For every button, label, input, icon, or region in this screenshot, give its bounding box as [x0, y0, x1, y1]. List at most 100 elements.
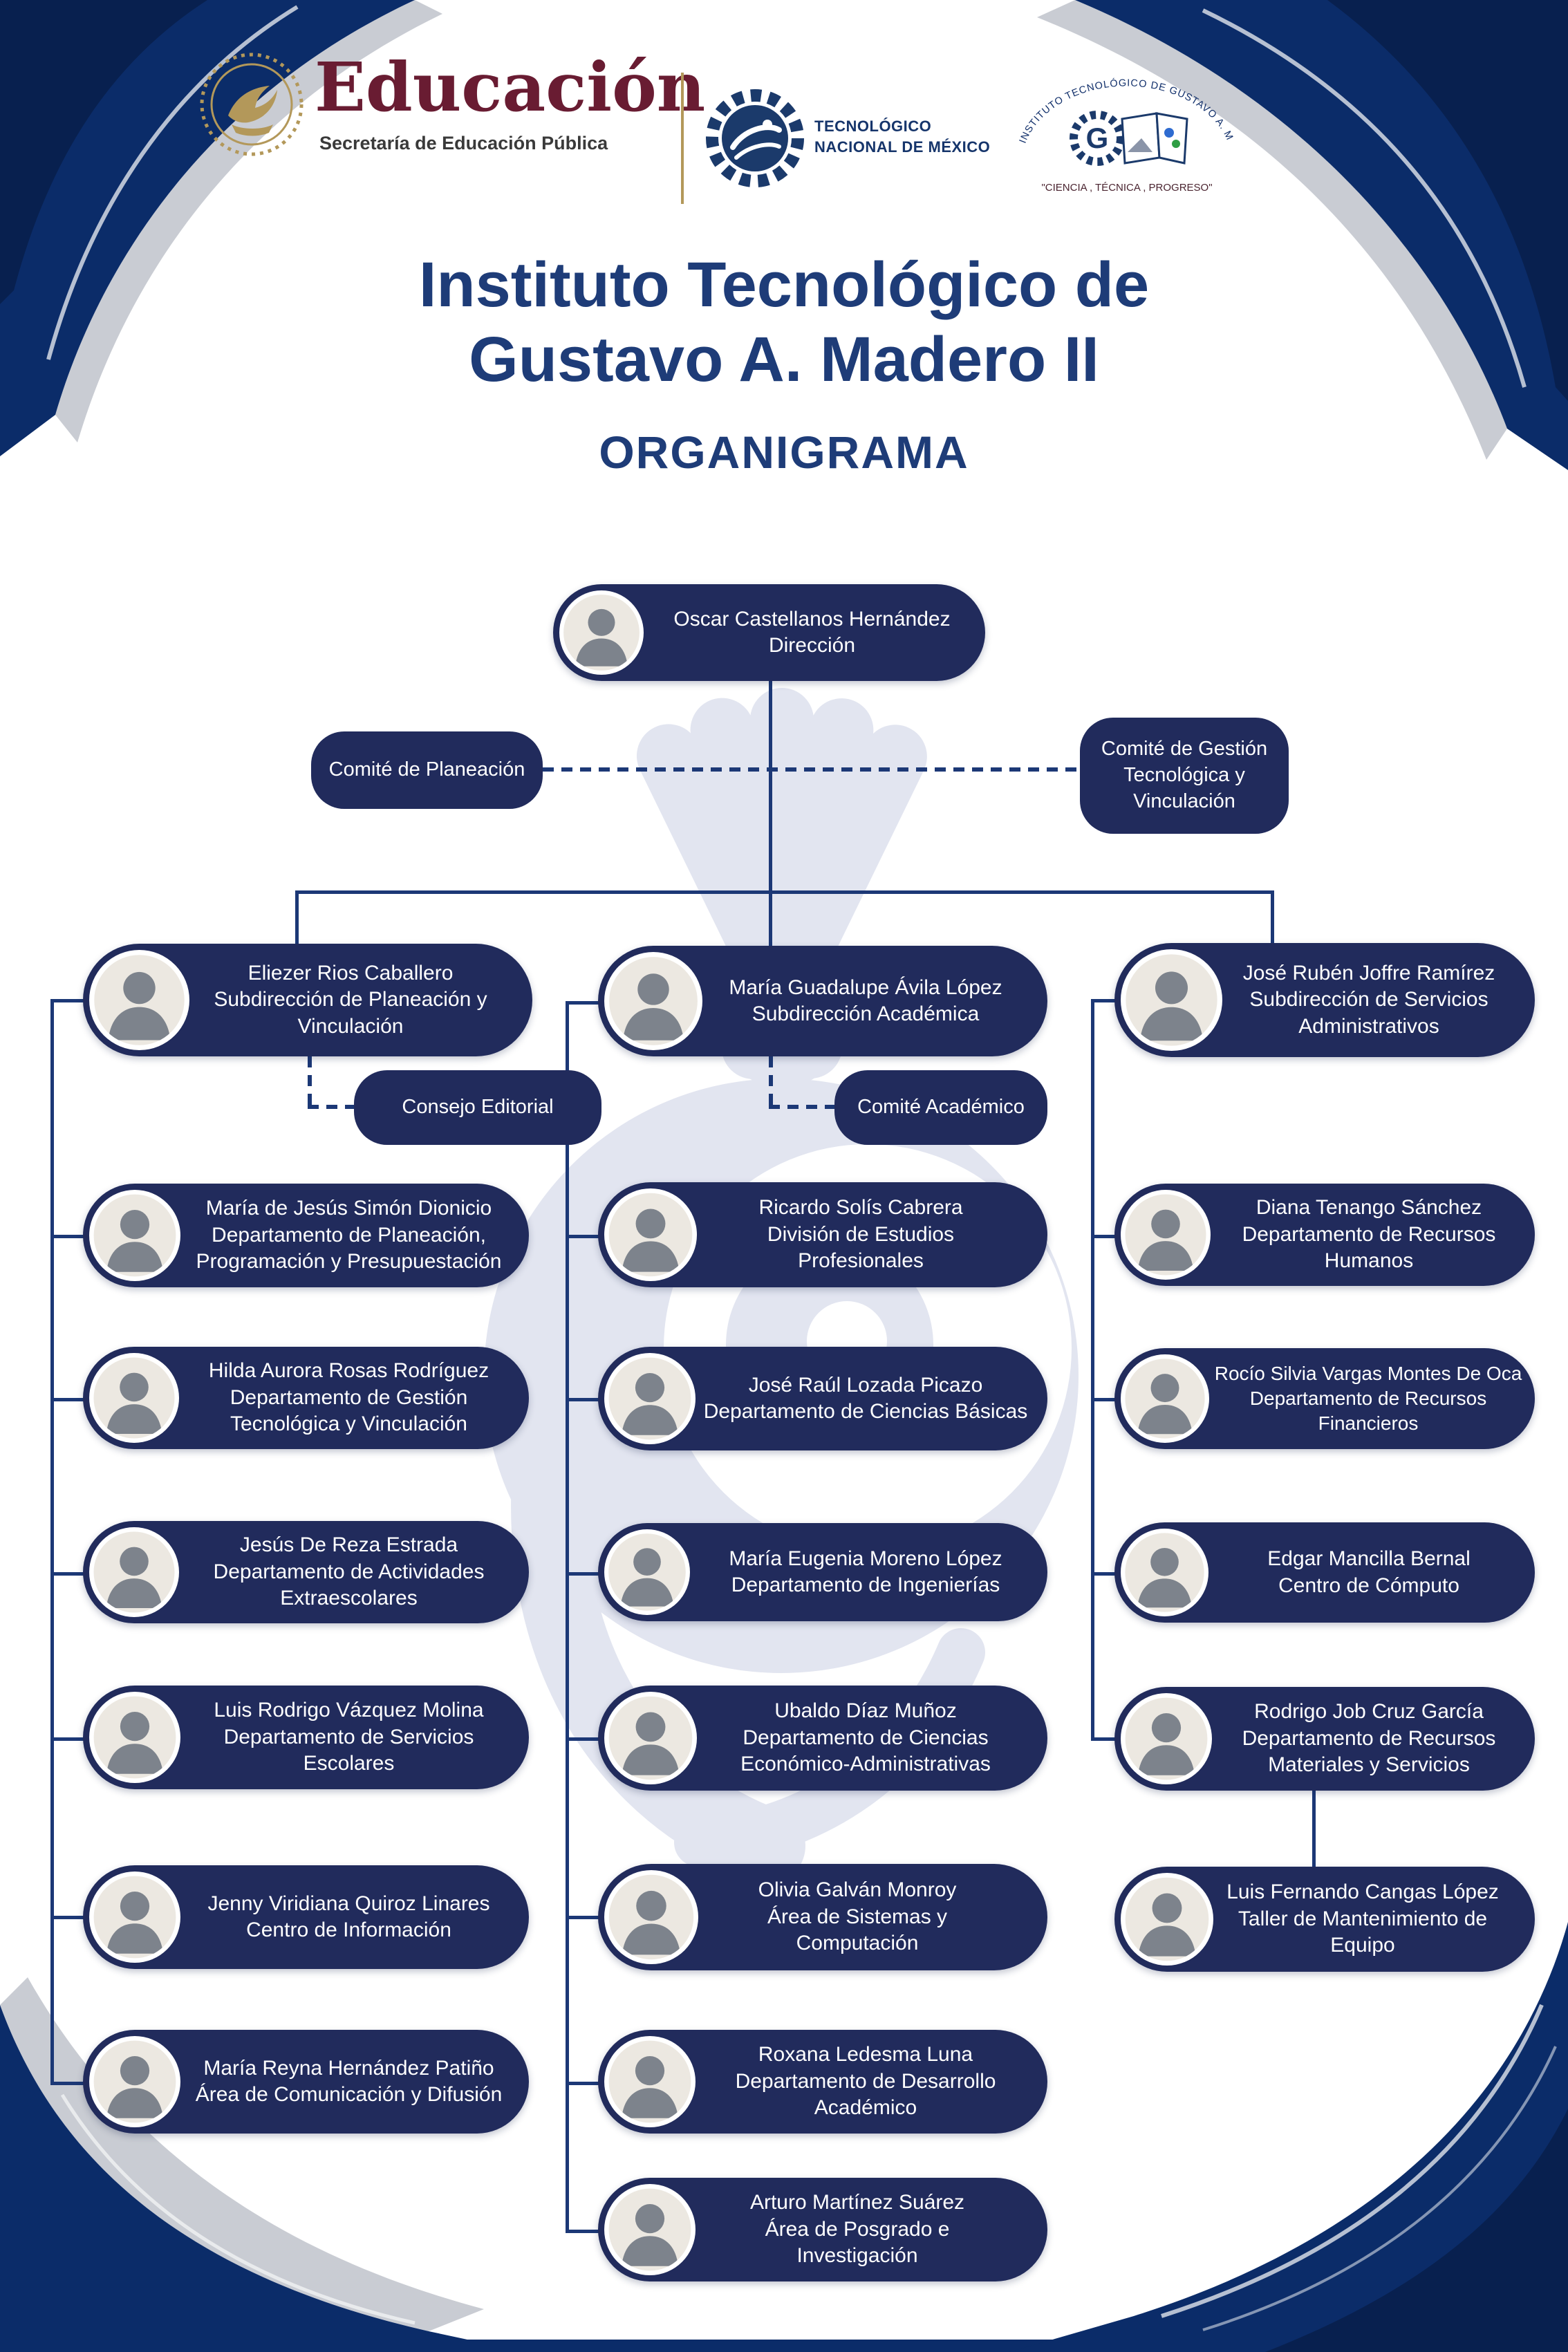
person-role: Departamento de Actividades Extraescolar… [213, 1560, 485, 1610]
sep-subtitle: Secretaría de Educación Pública [319, 133, 608, 153]
org-node-subdir-planeacion-vinculacion: Eliezer Rios Caballero Subdirección de P… [83, 944, 532, 1056]
connector-comites-dashed [543, 767, 1080, 772]
person-role: Área de Comunicación y Difusión [195, 2083, 503, 2106]
org-node-taller-mantenimiento-equipo: Luis Fernando Cangas López Taller de Man… [1114, 1867, 1535, 1972]
connector-academico-dashed-v [769, 1056, 773, 1107]
person-role: División de Estudios Profesionales [767, 1222, 955, 1273]
person-name: Luis Fernando Cangas López [1226, 1880, 1499, 1904]
org-node-area-posgrado-investigacion: Arturo Martínez Suárez Área de Posgrado … [598, 2178, 1047, 2281]
person-role: Departamento de Ciencias Económico-Admin… [740, 1726, 991, 1776]
tecnm-wordmark: TECNOLÓGICO NACIONAL DE MÉXICO [814, 116, 990, 157]
person-photo [559, 590, 644, 675]
person-photo [89, 1527, 179, 1617]
org-node-dept-servicios-escolares: Luis Rodrigo Vázquez Molina Departamento… [83, 1686, 529, 1789]
page-title-line2: Gustavo A. Madero II [469, 324, 1099, 395]
connector-consejo-dashed-h [308, 1105, 356, 1109]
connector-direccion-drop [769, 681, 772, 890]
person-photo [89, 1872, 180, 1963]
connector-stub [566, 2082, 600, 2085]
connector-stub [566, 1916, 600, 1919]
connector-stub [566, 1235, 600, 1238]
connector-stub [566, 1398, 600, 1401]
person-role: Dirección [768, 634, 856, 657]
comite-gestion-box: Comité de Gestión Tecnológica y Vinculac… [1080, 718, 1289, 834]
org-node-dept-recursos-humanos: Diana Tenango Sánchez Departamento de Re… [1114, 1184, 1535, 1286]
person-role: Departamento de Gestión Tecnológica y Vi… [230, 1385, 468, 1436]
page-title-line1: Instituto Tecnológico de [418, 250, 1150, 320]
connector-stub [1091, 1235, 1117, 1238]
person-role: Área de Posgrado e Investigación [765, 2217, 950, 2268]
org-node-direccion: Oscar Castellanos Hernández Dirección [553, 584, 985, 681]
person-photo [1121, 1354, 1209, 1443]
person-name: Ubaldo Díaz Muñoz [774, 1699, 957, 1723]
connector-bus [295, 890, 1272, 894]
mexico-national-emblem-icon [200, 53, 304, 156]
connector-stub [566, 1572, 600, 1576]
person-photo [89, 950, 189, 1050]
person-name: María Eugenia Moreno López [729, 1547, 1002, 1570]
person-photo [89, 1692, 180, 1783]
person-name: Rocío Silvia Vargas Montes De Oca [1214, 1363, 1522, 1385]
connector-drop-middle [769, 890, 772, 949]
person-photo [89, 1353, 179, 1443]
org-node-subdir-servicios-administrativos: José Rubén Joffre Ramírez Subdirección d… [1114, 943, 1535, 1057]
person-role: Centro de Cómputo [1278, 1574, 1459, 1597]
person-role: Taller de Mantenimiento de Equipo [1238, 1907, 1488, 1957]
person-role: Subdirección de Planeación y Vinculación [214, 988, 487, 1038]
comite-planeacion-box: Comité de Planeación [311, 731, 543, 809]
person-name: Oscar Castellanos Hernández [673, 607, 951, 631]
svg-text:INSTITUTO TECNOLÓGICO DE GUSTA: INSTITUTO TECNOLÓGICO DE GUSTAVO A. MADE… [1006, 55, 1235, 145]
person-role: Departamento de Ingenierías [731, 1574, 1000, 1596]
connector-stub [566, 2230, 600, 2233]
connector-consejo-dashed-v [308, 1056, 312, 1107]
person-name: Eliezer Rios Caballero [248, 961, 454, 984]
connector-rodrigo-to-taller [1312, 1791, 1316, 1868]
connector-stub [1091, 1398, 1117, 1401]
itgam-book-icon [1121, 112, 1188, 165]
tecnm-line2: NACIONAL DE MÉXICO [814, 138, 991, 156]
person-role: Área de Sistemas y Computación [767, 1905, 948, 1955]
connector-stub [50, 2082, 85, 2085]
connector-stub [50, 1235, 85, 1238]
person-photo [604, 1870, 698, 1964]
person-name: Edgar Mancilla Bernal [1267, 1547, 1471, 1571]
person-photo [604, 2184, 696, 2275]
person-name: María Guadalupe Ávila López [729, 976, 1002, 999]
connector-academico-dashed-h [769, 1105, 837, 1109]
itgam-seal: INSTITUTO TECNOLÓGICO DE GUSTAVO A. MADE… [1006, 55, 1235, 194]
org-node-dept-planeacion-programacion: María de Jesús Simón Dionicio Departamen… [83, 1184, 529, 1287]
person-photo [1121, 1693, 1212, 1784]
connector-stub [1091, 999, 1117, 1002]
person-role: Subdirección de Servicios Administrativo… [1249, 988, 1488, 1038]
connector-right-trunk [1091, 999, 1094, 1741]
org-node-dept-desarrollo-academico: Roxana Ledesma Luna Departamento de Desa… [598, 2030, 1047, 2134]
connector-middle-trunk [566, 1001, 569, 2233]
person-photo [604, 1692, 697, 1784]
person-role: Departamento de Servicios Escolares [223, 1725, 474, 1775]
connector-stub [50, 1916, 85, 1919]
person-name: Arturo Martínez Suárez [749, 2191, 965, 2214]
person-photo [1121, 1873, 1213, 1966]
org-node-division-estudios-profesionales: Ricardo Solís Cabrera División de Estudi… [598, 1182, 1047, 1287]
person-role: Centro de Información [246, 1919, 451, 1941]
sep-educacion-wordmark: Educación [315, 48, 706, 127]
person-role: Departamento de Recursos Humanos [1242, 1222, 1496, 1273]
connector-drop-left [295, 890, 299, 946]
header-divider [681, 73, 684, 204]
connector-stub [50, 1572, 85, 1576]
person-name: José Raúl Lozada Picazo [748, 1373, 983, 1397]
person-name: Luis Rodrigo Vázquez Molina [214, 1699, 484, 1722]
connector-stub [1091, 1737, 1117, 1741]
person-photo [1121, 1529, 1208, 1616]
connector-stub [1091, 1572, 1117, 1576]
person-photo [604, 1529, 690, 1615]
person-photo [604, 1353, 696, 1444]
person-photo [604, 2036, 696, 2127]
person-role: Departamento de Desarrollo Académico [735, 2069, 996, 2120]
person-photo [89, 1190, 180, 1281]
org-node-dept-ciencias-basicas: José Raúl Lozada Picazo Departamento de … [598, 1347, 1047, 1450]
page-subtitle-organigrama: ORGANIGRAMA [599, 427, 969, 478]
itgam-motto: "CIENCIA , TÉCNICA , PROGRESO" [1041, 182, 1212, 194]
person-photo [604, 952, 702, 1050]
org-node-dept-recursos-financieros: Rocío Silvia Vargas Montes De Oca Depart… [1114, 1348, 1535, 1449]
